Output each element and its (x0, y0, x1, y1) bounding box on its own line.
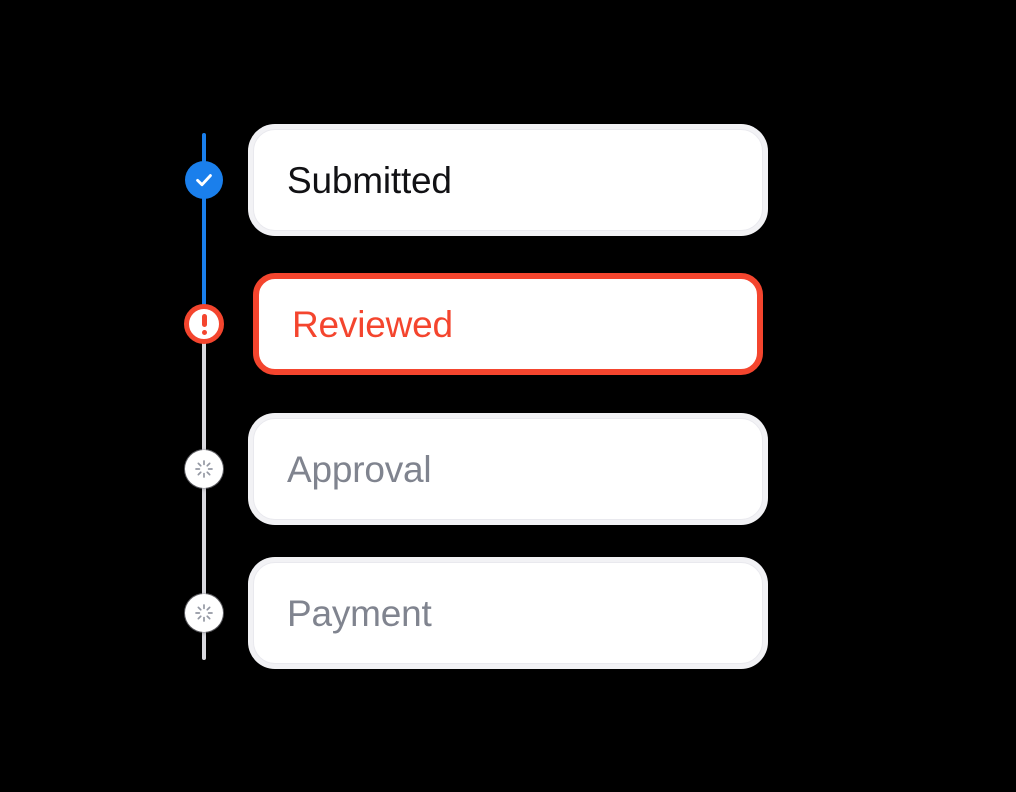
step-card-reviewed[interactable]: Reviewed (253, 273, 763, 375)
timeline-rail-pending (202, 322, 206, 660)
check-icon (193, 169, 215, 191)
timeline-rail-completed (202, 133, 206, 323)
step-card-approval[interactable]: Approval (253, 418, 763, 520)
step-label: Approval (287, 448, 432, 490)
step-label: Reviewed (292, 303, 453, 345)
step-marker-pending[interactable] (185, 450, 223, 488)
step-marker-completed[interactable] (185, 161, 223, 199)
step-card-submitted[interactable]: Submitted (253, 129, 763, 231)
step-marker-error[interactable] (184, 304, 224, 344)
step-marker-pending[interactable] (185, 594, 223, 632)
spinner-icon (194, 603, 214, 623)
step-card-payment[interactable]: Payment (253, 562, 763, 664)
spinner-icon (194, 459, 214, 479)
alert-exclamation-icon (201, 313, 207, 335)
step-label: Payment (287, 592, 432, 634)
step-label: Submitted (287, 159, 452, 201)
